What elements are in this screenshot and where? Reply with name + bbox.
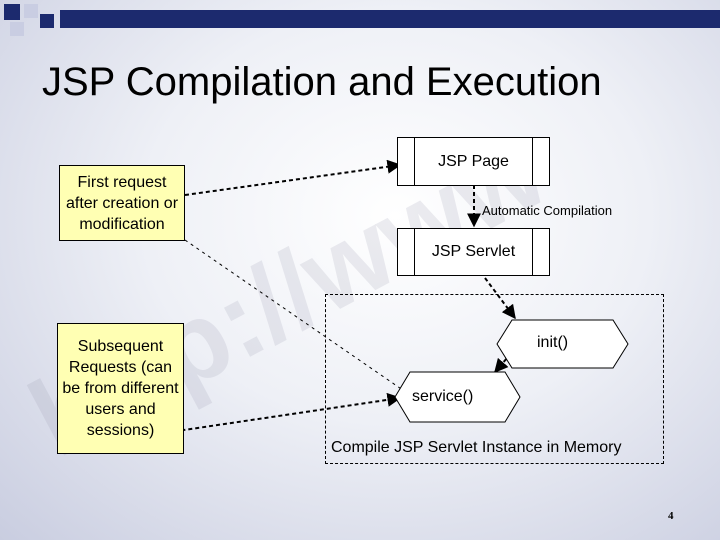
init-label: init() (537, 334, 568, 352)
page-number: 4 (668, 510, 674, 522)
memory-caption: Compile JSP Servlet Instance in Memory (331, 439, 621, 457)
service-label: service() (412, 388, 473, 406)
